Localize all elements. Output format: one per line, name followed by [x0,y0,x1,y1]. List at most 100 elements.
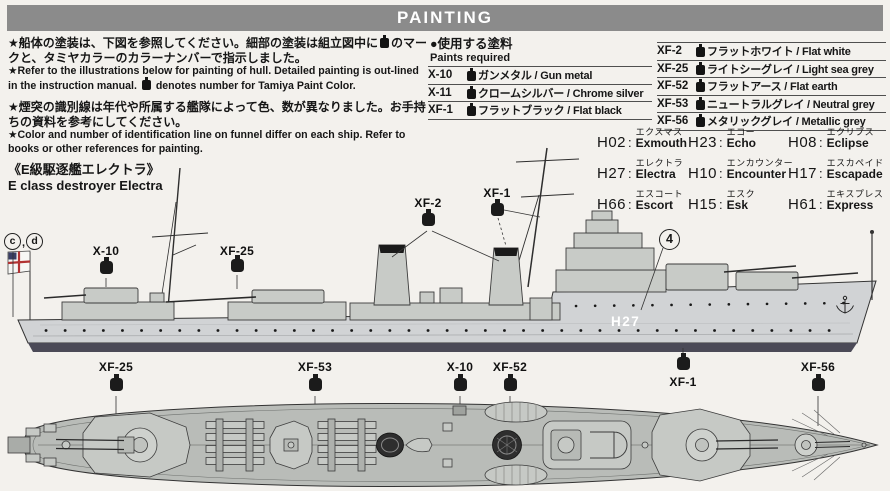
circled-letter-d: d [26,233,44,250]
stern-chute [7,436,31,454]
paint-bottle-icon [100,257,113,274]
funnel-1-cap [379,245,405,253]
paint-bottle-icon [141,76,151,90]
aft-mast [166,167,181,321]
paint-bottle-icon [677,353,690,370]
paint-bottle-icon [504,374,517,391]
subject-en: E class destroyer Electra [8,178,163,193]
fore-mast [527,147,548,288]
paint-bottle-icon [491,199,504,216]
paints-required-title: ●使用する塗料 Paints required [430,37,513,65]
paint-bottle-icon [696,79,705,93]
hull-side: H27 [17,280,877,352]
instruction-text-block: ★船体の塗装は、下図を参照してください。細部の塗装は組立図中にのマークと、タミヤ… [8,35,429,156]
instruction-jp-2: ★煙突の識別線は年代や所属する艦隊によって色、数が異なりました。お手持ちの資料を… [8,100,426,129]
funnel-2-cap [494,248,518,256]
circled-letter-c: c [4,233,21,250]
torpedo-tubes-fwd [317,418,377,472]
instruction-en-1: ★Refer to the illustrations below for pa… [8,65,419,92]
paint-bottle-icon [696,44,705,58]
hull-pennant-number: H27 [611,314,640,329]
paint-bottle-icon [454,374,467,391]
instruction-jp-1: ★船体の塗装は、下図を参照してください。細部の塗装は組立図中にのマークと、タミヤ… [8,35,428,65]
instruction-en-2: ★Color and number of identification line… [8,129,406,155]
x-gun-turret [251,289,325,304]
b-gun-turret [665,263,729,291]
stern-ensign [7,250,31,320]
bridge-base [555,269,667,293]
callout-label-x10-side: X-10 [92,244,120,258]
callout-label-xf53-top: XF-53 [297,360,333,374]
paint-bottle-icon [467,103,476,117]
a-gun-turret [735,271,799,291]
bow-rigging-lines [791,409,841,481]
callout-label-x10-top: X-10 [446,360,474,374]
callout-label-xf56-top: XF-56 [800,360,836,374]
a-turret-top [794,433,851,457]
callout-label-xf2-side: XF-2 [414,196,442,210]
paint-bottle-icon [812,374,825,391]
paints-title-jp: ●使用する塗料 [430,37,513,51]
side-callout-lines [12,209,664,317]
boot-stripe [28,343,857,352]
paint-bottle-icon [696,96,705,110]
ship-side-view-illustration: H27 [7,147,877,352]
part-callout-c-d: c , d [4,233,44,250]
bridge-top [542,420,632,470]
callout-label-xf1-top: XF-1 [669,375,697,389]
paint-bottle-icon [696,61,705,75]
paint-bottle-icon [309,374,322,391]
bow-fittings [836,230,874,314]
paint-bottle-icon [110,374,123,391]
y-gun-turret [83,287,139,304]
subject-jp: 《E級駆逐艦エレクトラ》 [8,162,160,177]
callout-label-xf25-top: XF-25 [98,360,134,374]
superstructure-side [61,210,799,321]
callout-label-xf52-top: XF-52 [492,360,528,374]
funnel-2 [488,247,524,306]
paint-bottle-icon [467,85,476,99]
anchor-icon [836,295,854,314]
porthole-row-upper [574,301,848,308]
gun-barrels [43,265,859,303]
b-turret-top [651,408,779,482]
paint-bottle-icon [380,35,390,48]
paints-title-en: Paints required [430,52,511,64]
davit-winch [452,405,467,416]
paint-bottle-icon [696,114,705,128]
circled-number-4: 4 [659,229,680,250]
funnel-1 [373,244,411,306]
callout-label-xf1-side: XF-1 [483,186,511,200]
ships-boats [484,401,548,486]
page-title: PAINTING [397,8,493,27]
callout-label-xf25-side: XF-25 [219,244,255,258]
ship-top-view-illustration [7,348,879,487]
paint-bottle-icon [231,255,244,272]
paint-bottle-icon [422,209,435,226]
deck-fittings [25,401,867,486]
painting-header-bar: PAINTING [7,5,883,31]
paint-bottle-icon [467,68,476,82]
torpedo-tubes-aft [205,418,265,472]
wheelhouse [573,232,643,249]
funnel-2-top [376,432,404,458]
funnel-1-top [492,430,522,460]
